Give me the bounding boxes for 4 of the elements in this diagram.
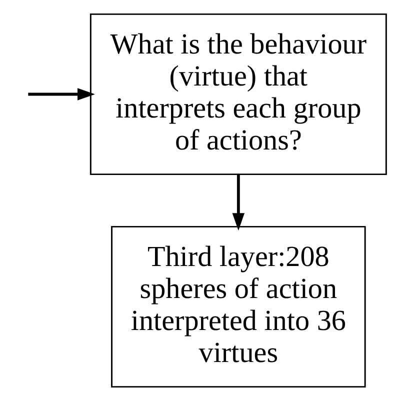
arrow xyxy=(28,88,95,100)
node-box: Third layer:208 spheres of action interpreted into 36 virtues xyxy=(111,226,366,388)
node-box: What is the behaviour (virtue) that interprets each group of actions? xyxy=(90,13,387,176)
arrow xyxy=(232,174,245,231)
